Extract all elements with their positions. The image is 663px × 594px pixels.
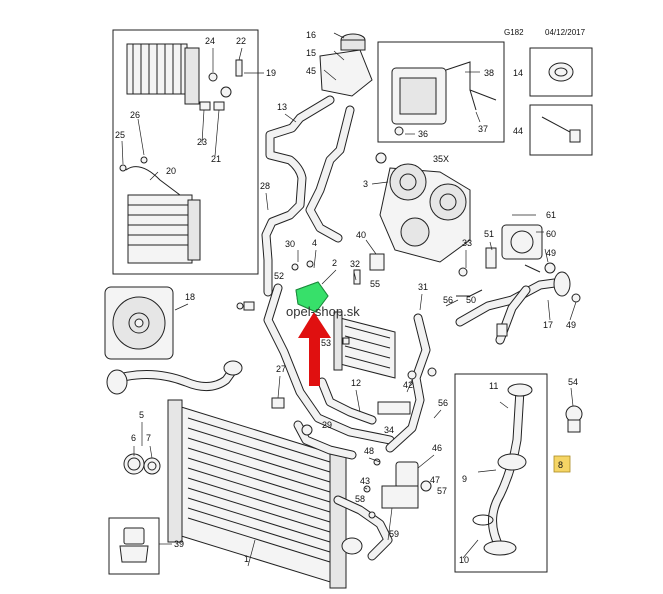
label-55: 55 — [370, 279, 380, 289]
label-46: 46 — [432, 443, 442, 453]
label-12: 12 — [351, 378, 361, 388]
label-35x: 35X — [433, 154, 449, 164]
label-24: 24 — [205, 36, 215, 46]
label-51: 51 — [484, 229, 494, 239]
label-39: 39 — [174, 539, 184, 549]
coolant-reservoir — [319, 32, 373, 97]
diagram-date: 04/12/2017 — [545, 28, 586, 37]
watermark-text: opel-shop.sk — [286, 304, 360, 319]
label-37: 37 — [478, 124, 488, 134]
label-17: 17 — [543, 320, 553, 330]
turbocharger — [371, 152, 471, 263]
intercooler — [333, 311, 396, 379]
label-33: 33 — [462, 238, 472, 248]
label-47: 47 — [430, 475, 440, 485]
hardware — [123, 247, 583, 519]
label-20: 20 — [166, 166, 176, 176]
label-28: 28 — [260, 181, 270, 191]
label-53: 53 — [321, 338, 331, 348]
label-60: 60 — [546, 229, 556, 239]
label-23: 23 — [197, 137, 207, 147]
label-29: 29 — [322, 420, 332, 430]
label-9: 9 — [462, 474, 467, 484]
label-8: 8 — [558, 460, 563, 470]
label-42: 42 — [403, 380, 413, 390]
inset-clamp-14 — [529, 47, 593, 97]
label-18: 18 — [185, 292, 195, 302]
label-27: 27 — [276, 364, 286, 374]
label-14: 14 — [513, 68, 523, 78]
inset-nut-39 — [108, 517, 172, 575]
label-26: 26 — [130, 110, 140, 120]
label-56-upper: 56 — [443, 295, 453, 305]
label-58: 58 — [355, 494, 365, 504]
highlighted-part — [295, 281, 329, 313]
label-31: 31 — [418, 282, 428, 292]
label-5: 5 — [139, 410, 144, 420]
label-10: 10 — [459, 555, 469, 565]
heater-core-lower — [127, 194, 193, 264]
red-arrow — [298, 312, 331, 386]
label-22: 22 — [236, 36, 246, 46]
label-43: 43 — [360, 476, 370, 486]
label-15: 15 — [306, 48, 316, 58]
label-45: 45 — [306, 66, 316, 76]
inset-air-duct — [454, 373, 548, 573]
label-56-lower: 56 — [438, 398, 448, 408]
label-49-lower: 49 — [566, 320, 576, 330]
label-54: 54 — [568, 377, 578, 387]
label-21: 21 — [211, 154, 221, 164]
label-25: 25 — [115, 130, 125, 140]
fan-shroud — [104, 286, 174, 360]
label-49-upper: 49 — [546, 248, 556, 258]
label-38: 38 — [484, 68, 494, 78]
label-48: 48 — [364, 446, 374, 456]
label-4: 4 — [312, 238, 317, 248]
part-labels: 16 15 45 13 24 22 19 26 23 21 25 20 38 3… — [115, 30, 578, 565]
label-6: 6 — [131, 433, 136, 443]
hoses — [106, 95, 571, 561]
label-1: 1 — [244, 554, 249, 564]
throttle-body — [501, 214, 556, 274]
label-50: 50 — [466, 295, 476, 305]
label-36: 36 — [418, 129, 428, 139]
heater-core-inset — [112, 29, 264, 275]
inset-35x — [377, 41, 505, 143]
leader-lines — [133, 113, 577, 567]
label-16: 16 — [306, 30, 316, 40]
diagram-code: G182 — [504, 28, 524, 37]
label-61: 61 — [546, 210, 556, 220]
heater-inset-frame — [112, 29, 259, 275]
label-59: 59 — [389, 529, 399, 539]
label-13: 13 — [277, 102, 287, 112]
label-40: 40 — [356, 230, 366, 240]
radiator — [167, 399, 347, 589]
label-52: 52 — [274, 271, 284, 281]
label-2: 2 — [332, 258, 337, 268]
label-30: 30 — [285, 239, 295, 249]
label-11: 11 — [489, 381, 498, 391]
inset-44 — [529, 104, 593, 156]
label-44: 44 — [513, 126, 523, 136]
label-34: 34 — [384, 425, 394, 435]
inset-35x-frame — [377, 41, 505, 143]
label-19: 19 — [266, 68, 276, 78]
label-3: 3 — [363, 179, 368, 189]
label-7: 7 — [146, 433, 151, 443]
label-57: 57 — [437, 486, 447, 496]
label-32: 32 — [350, 259, 360, 269]
callout-8-highlight — [553, 455, 571, 473]
